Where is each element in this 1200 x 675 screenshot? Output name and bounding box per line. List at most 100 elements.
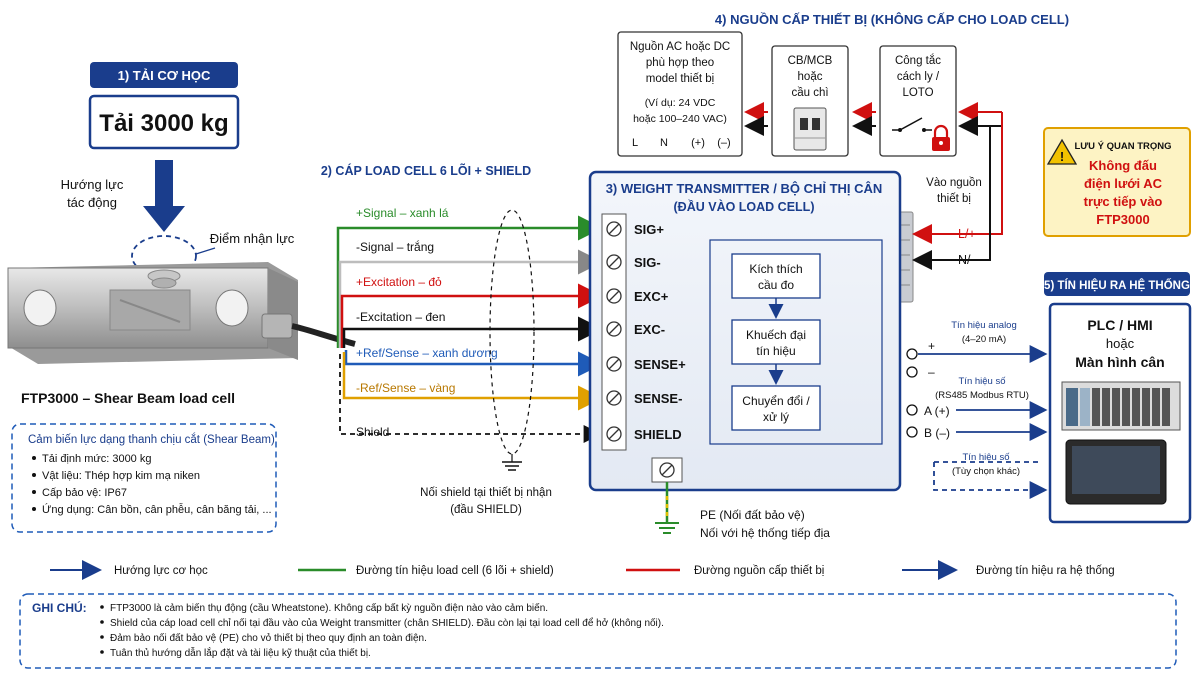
note-item: Đảm bảo nối đất bảo vệ (PE) cho vỏ thiết… [110,632,427,644]
power-title: 4) NGUỒN CẤP THIẾT BỊ (KHÔNG CẤP CHO LOA… [715,12,1069,27]
cell-spec-item: Ứng dụng: Cân bồn, cân phễu, cân băng tả… [42,503,272,516]
wire-label: +Signal – xanh lá [356,206,449,220]
cell-spec-item: Tải định mức: 3000 kg [42,453,151,465]
digital-option-line [933,462,1048,499]
wire-signal-plus [336,215,603,348]
cable-title: 2) CÁP LOAD CELL 6 LÕI + SHIELD [321,163,531,178]
output-wires [906,345,1048,499]
note-item: FTP3000 là cảm biến thụ động (cầu Wheats… [110,602,548,614]
pe-label-1: PE (Nối đất bảo vệ) [700,508,805,522]
cell-spec-item: Cấp bảo vệ: IP67 [42,487,127,499]
block-excitation [731,253,821,299]
warning-text: trực tiếp vào [1084,194,1163,209]
terminal-label: SIG- [634,255,661,270]
block-label: Khuếch đại [746,328,806,342]
warning-icon: ! [1046,138,1078,165]
analog-label: Tín hiệu analog [951,320,1017,331]
cell-spec-title: Cảm biến lực dạng thanh chịu cắt (Shear … [28,433,275,446]
digital2-label: Tín hiệu số [963,452,1011,463]
terminal-label: SIG+ [634,222,664,237]
wire-label: -Ref/Sense – vàng [356,381,455,395]
cb-text: cầu chì [791,87,828,99]
warning-text: điện lưới AC [1084,176,1163,191]
terminal-label: SHIELD [634,427,682,442]
warning-text: FTP3000 [1096,212,1149,227]
note-item: Shield của cáp load cell chỉ nối tại đầu… [110,617,664,629]
digital1-label: Tín hiệu số [959,376,1007,387]
output-terminal-icon [906,348,918,360]
power-input-label: thiết bị [937,193,971,205]
analog-label: (4–20 mA) [962,334,1006,345]
power-line-l-in [912,112,1003,244]
supply-text: (Ví dụ: 24 VDC [645,97,716,109]
warning-text: Không đấu [1089,158,1157,173]
load-box [88,94,240,150]
shield-ground-icon [502,454,522,471]
cable-wires [336,215,603,443]
transmitter-title: 3) WEIGHT TRANSMITTER / BỘ CHỈ THỊ CÂN [606,181,883,196]
load-title-banner [90,62,238,88]
wire-signal-minus [338,249,603,348]
load-section: 1) TẢI CƠ HỌC Tải 3000 kg Hướng lực tác … [61,62,295,277]
shield-note-2: (đầu SHIELD) [450,504,522,516]
force-point-ring [131,235,197,277]
supply-terminal: (–) [717,137,730,149]
warning-title: LƯU Ý QUAN TRỌNG [1074,140,1171,152]
force-label-2: tác động [67,195,117,210]
supply-text: Nguồn AC hoặc DC [630,41,730,53]
internal-blocks [709,239,883,445]
block-converter [731,385,821,431]
load-title: 1) TẢI CƠ HỌC [118,68,211,83]
digital2-label: (Tùy chọn khác) [952,466,1020,477]
legend-label: Đường tín hiệu ra hệ thống [976,565,1115,577]
output-terminal-icon [906,366,918,378]
notes-title: GHI CHÚ: [32,600,87,615]
power-l-label: L/+ [958,227,976,241]
block-label: tín hiệu [756,344,795,358]
terminal-label: EXC+ [634,289,669,304]
output-terminal-label: A (+) [924,404,950,418]
cb-text: CB/MCB [788,55,833,67]
output-title: 5) TÍN HIỆU RA HỆ THỐNG [1044,278,1190,292]
shield-note-1: Nối shield tại thiết bị nhận [420,487,552,499]
notes-list: FTP3000 là cảm biến thụ động (cầu Wheats… [100,602,664,659]
wire-label: -Excitation – đen [356,310,445,324]
load-box-label: Tải 3000 kg [99,110,228,137]
switch-icon [892,117,932,132]
force-point-label: Điểm nhận lực [210,231,295,246]
supply-terminal: (+) [691,137,705,149]
plc-text: Màn hình cân [1075,354,1164,370]
note-item: Tuân thủ hướng dẫn lắp đặt và tài liệu k… [110,646,371,659]
wire-label: Shield [356,425,389,439]
output-terminal-label: B (–) [924,426,950,440]
terminal-label: SENSE+ [634,357,686,372]
internal-frame [709,239,883,445]
plc-rack-icon [1061,381,1181,431]
terminal-label: EXC- [634,322,665,337]
digital1-label: (RS485 Modbus RTU) [935,390,1029,401]
supply-text: model thiết bị [646,73,714,85]
breaker-icon [793,107,827,151]
force-arrow-icon [143,160,185,232]
power-wires [744,102,1003,270]
wire-label: +Ref/Sense – xanh dương [356,346,498,360]
legend-label: Đường tín hiệu load cell (6 lõi + shield… [356,565,554,577]
wire-exc-plus [340,283,603,348]
shield-ellipse [489,209,535,455]
switch-text: Công tắc [895,54,941,67]
transmitter-subtitle: (ĐẦU VÀO LOAD CELL) [674,199,815,214]
warning-box [1043,127,1191,237]
notes-box [19,593,1177,669]
supply-terminal: N [660,137,668,149]
pe-terminal [651,457,683,534]
power-line-n-in [912,126,991,270]
cb-box [771,45,849,157]
hmi-screen-icon [1065,439,1167,505]
power-input-label: Vào nguồn [926,177,982,189]
supply-terminal: L [632,137,638,149]
wire-shield [339,354,602,443]
wire-sense-plus [344,350,603,377]
block-label: Chuyển đổi / [742,394,810,408]
wire-sense-minus [342,352,603,411]
output-terminal-label: – [928,365,935,379]
